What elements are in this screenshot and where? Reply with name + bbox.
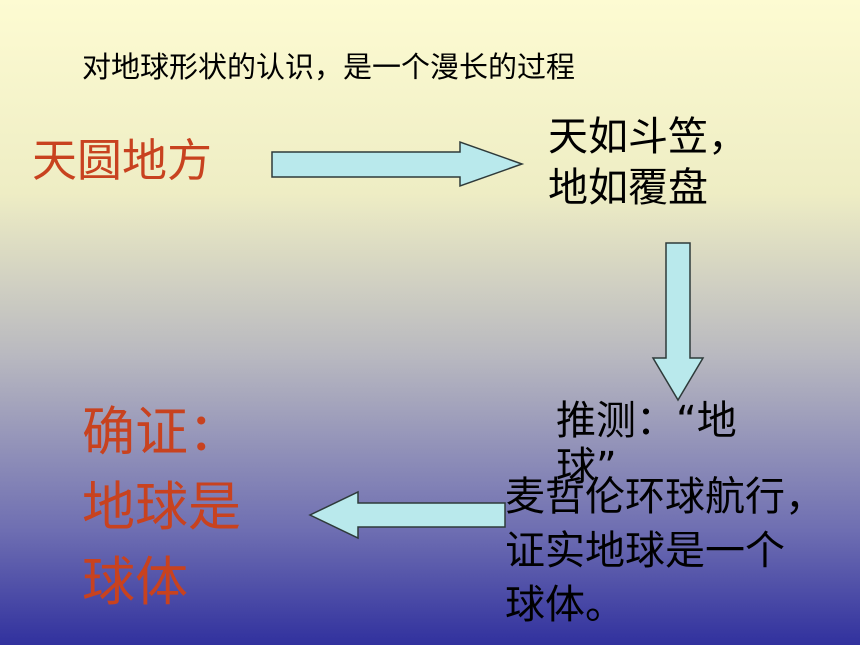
node-magellan: 麦哲伦环球航行， 证实地球是一个 球体。 (505, 470, 825, 632)
arrow-down (651, 242, 705, 402)
node-gaitian: 天如斗笠， 地如覆盘 (548, 112, 748, 214)
node-conclusion: 确证： 地球是 球体 (82, 395, 241, 620)
slide-title: 对地球形状的认识，是一个漫长的过程 (82, 50, 576, 84)
node-gaitian-line-1: 天如斗笠， (548, 114, 748, 160)
node-tuice-line-1: 推测：“地 (556, 398, 737, 444)
arrow-right (271, 140, 525, 188)
node-conclusion-line-3: 球体 (82, 552, 188, 613)
node-conclusion-line-2: 地球是 (82, 477, 241, 538)
node-magellan-line-3: 球体。 (505, 582, 625, 628)
node-gaitian-line-2: 地如覆盘 (548, 165, 708, 211)
node-conclusion-line-1: 确证： (82, 402, 241, 463)
arrow-left (308, 490, 506, 540)
node-tuice: 推测：“地 球” (556, 398, 737, 490)
node-tuice-line-2: 球” (556, 444, 617, 490)
node-magellan-line-2: 证实地球是一个 (505, 528, 785, 574)
node-tianyuan-difang: 天圆地方 (32, 134, 213, 187)
node-magellan-line-1: 麦哲伦环球航行， (505, 474, 825, 520)
